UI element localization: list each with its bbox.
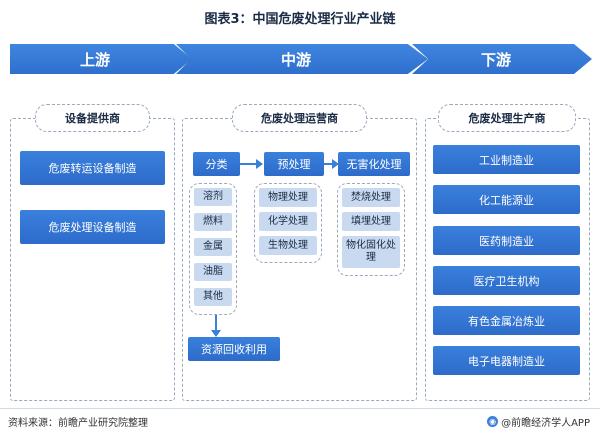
upstream-header: 设备提供商 xyxy=(35,104,150,132)
harmless-group xyxy=(337,183,405,276)
upstream-item: 危废处理设备制造 xyxy=(20,210,165,244)
downstream-header: 危废处理生产商 xyxy=(438,104,576,132)
flow-pretreat: 预处理 xyxy=(264,152,324,176)
brand-logo-icon: ◉ xyxy=(487,416,499,427)
upstream-item: 危废转运设备制造 xyxy=(20,151,165,185)
pretreat-item: 化学处理 xyxy=(259,212,317,231)
stage-upstream-label: 上游 xyxy=(79,50,110,69)
downstream-item: 化工能源业 xyxy=(433,185,580,214)
downstream-item: 电子电器制造业 xyxy=(433,346,580,375)
downstream-item: 工业制造业 xyxy=(433,145,580,174)
stage-midstream-label: 中游 xyxy=(280,50,311,69)
stage-midstream: 中游 xyxy=(176,44,428,74)
source-note: 资料来源：前瞻产业研究院整理 xyxy=(8,418,148,429)
downstream-item: 医疗卫生机构 xyxy=(433,266,580,295)
flow-harmless: 无害化处理 xyxy=(338,152,410,176)
chart-title: 图表3：中国危废处理行业产业链 xyxy=(204,12,396,27)
classify-item: 油脂 xyxy=(194,263,232,281)
pretreat-group xyxy=(254,183,322,263)
classify-item: 溶剂 xyxy=(194,188,232,206)
flow-classify: 分类 xyxy=(193,152,240,176)
downstream-item: 有色金属冶炼业 xyxy=(433,306,580,335)
classify-item: 燃料 xyxy=(194,213,232,231)
flow-arrow xyxy=(324,159,339,169)
downstream-item: 医药制造业 xyxy=(433,226,580,255)
recycle-box: 资源回收利用 xyxy=(188,337,280,361)
classify-group xyxy=(189,183,237,315)
brand-credit: ◉ @前瞻经济学人APP xyxy=(487,414,590,429)
harmless-item: 焚烧处理 xyxy=(342,188,400,207)
stage-upstream: 上游 xyxy=(10,44,192,74)
brand-text: @前瞻经济学人APP xyxy=(501,418,590,429)
midstream-header: 危废处理运营商 xyxy=(232,104,367,132)
pretreat-item: 生物处理 xyxy=(259,236,317,255)
classify-item: 其他 xyxy=(194,288,232,306)
footer-divider xyxy=(0,408,600,409)
stage-downstream: 下游 xyxy=(412,44,592,74)
harmless-item: 填埋处理 xyxy=(342,212,400,231)
stage-downstream-label: 下游 xyxy=(480,50,511,69)
recycle-arrow xyxy=(211,315,221,337)
flow-arrow xyxy=(240,159,263,169)
harmless-item: 物化固化处理 xyxy=(342,236,400,268)
classify-item: 金属 xyxy=(194,238,232,256)
pretreat-item: 物理处理 xyxy=(259,188,317,207)
